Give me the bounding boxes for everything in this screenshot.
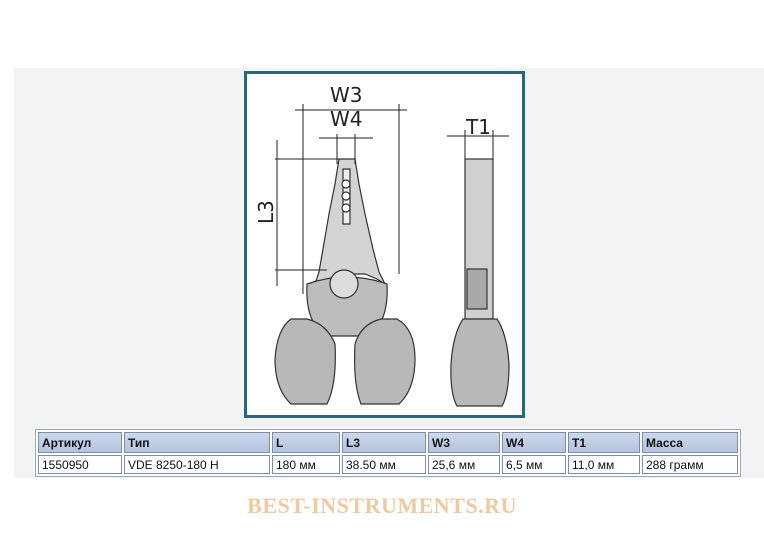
cell-t1: 11,0 мм bbox=[568, 455, 640, 474]
header-w4: W4 bbox=[502, 432, 566, 453]
header-l: L bbox=[272, 432, 340, 453]
header-w3: W3 bbox=[428, 432, 500, 453]
cell-l3: 38.50 мм bbox=[342, 455, 426, 474]
pliers-side-view bbox=[450, 158, 510, 407]
cell-mass: 288 грамм bbox=[642, 455, 738, 474]
spec-table: Артикул Тип L L3 W3 W4 T1 Масса 1550950 … bbox=[35, 429, 741, 477]
pliers-front-view bbox=[274, 158, 416, 405]
cell-article: 1550950 bbox=[38, 455, 122, 474]
dim-label-w4: W4 bbox=[330, 107, 363, 131]
watermark: BEST-INSTRUMENTS.RU bbox=[247, 493, 517, 518]
technical-drawing: W3 W4 L3 T1 bbox=[244, 71, 525, 418]
header-type: Тип bbox=[124, 432, 270, 453]
cell-w4: 6,5 мм bbox=[502, 455, 566, 474]
table-row: 1550950 VDE 8250-180 H 180 мм 38.50 мм 2… bbox=[38, 455, 738, 474]
cell-type: VDE 8250-180 H bbox=[124, 455, 270, 474]
dim-label-l3: L3 bbox=[254, 200, 278, 224]
dimension-lines bbox=[275, 104, 509, 294]
header-l3: L3 bbox=[342, 432, 426, 453]
header-article: Артикул bbox=[38, 432, 122, 453]
cell-w3: 25,6 мм bbox=[428, 455, 500, 474]
spec-table-header: Артикул Тип L L3 W3 W4 T1 Масса bbox=[38, 432, 738, 453]
dim-label-t1: T1 bbox=[465, 115, 491, 139]
header-t1: T1 bbox=[568, 432, 640, 453]
cell-l: 180 мм bbox=[272, 455, 340, 474]
header-mass: Масса bbox=[642, 432, 738, 453]
dim-label-w3: W3 bbox=[330, 83, 363, 107]
